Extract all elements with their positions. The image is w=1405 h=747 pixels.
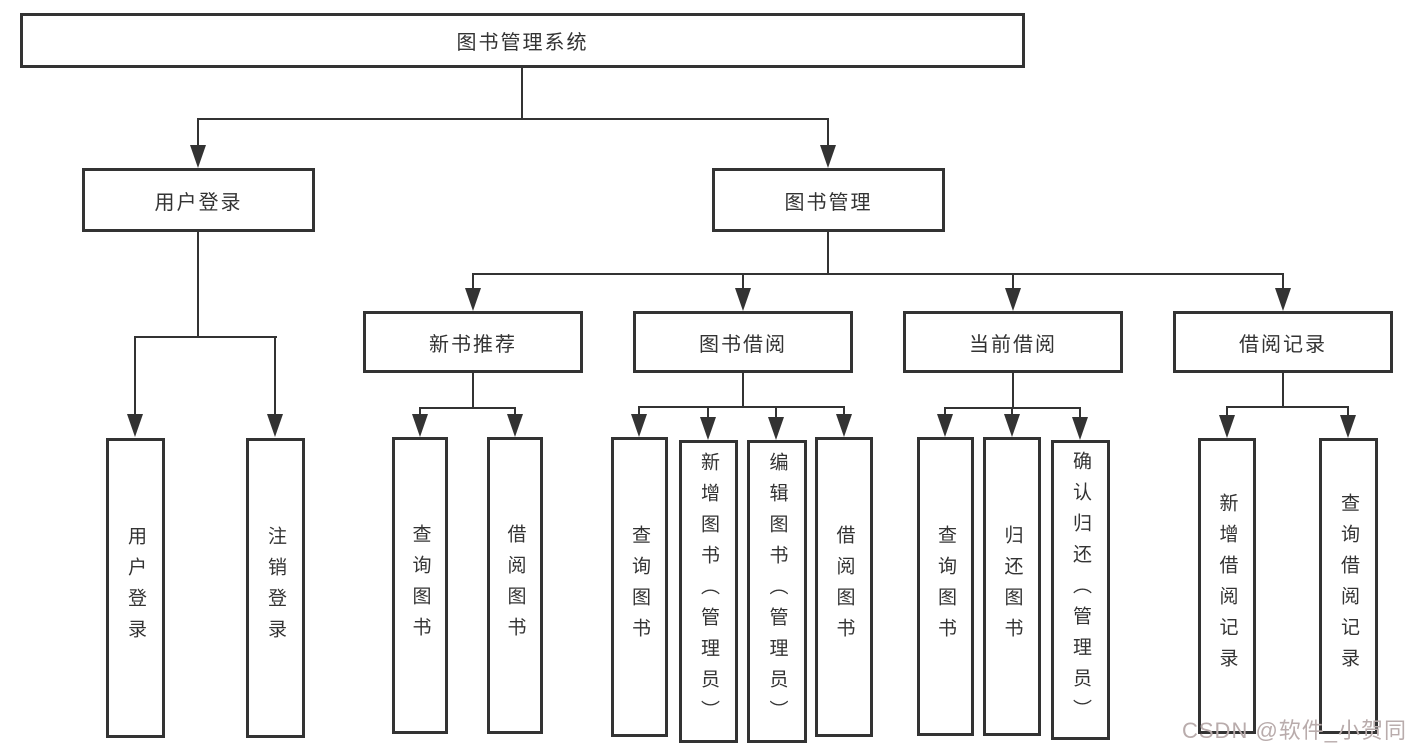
connector-line xyxy=(843,406,845,419)
arrow-down-icon xyxy=(1005,288,1021,311)
node-book-borrow: 图书借阅 xyxy=(633,311,853,373)
connector-line xyxy=(775,406,777,422)
leaf-return-book: 归还图书 xyxy=(983,437,1041,736)
connector-line xyxy=(707,406,709,422)
arrow-down-icon xyxy=(412,414,428,437)
arrow-down-icon xyxy=(1004,414,1020,437)
connector-line xyxy=(827,232,829,274)
connector-line xyxy=(1347,406,1349,420)
node-book-management: 图书管理 xyxy=(712,168,945,232)
arrow-down-icon xyxy=(465,288,481,311)
connector-line xyxy=(1282,273,1284,293)
connector-line xyxy=(419,407,516,409)
connector-line xyxy=(742,373,744,407)
arrow-down-icon xyxy=(937,414,953,437)
arrow-down-icon xyxy=(507,414,523,437)
leaf-query-books-recommend: 查询图书 xyxy=(392,437,448,734)
node-root: 图书管理系统 xyxy=(20,13,1025,68)
connector-line xyxy=(197,232,199,337)
connector-line xyxy=(197,118,199,150)
arrow-down-icon xyxy=(1275,288,1291,311)
connector-line xyxy=(521,68,523,119)
leaf-add-book-admin: 新增图书（管理员） xyxy=(679,440,738,743)
connector-line xyxy=(827,118,829,150)
connector-line xyxy=(1226,406,1228,420)
connector-line xyxy=(944,407,946,419)
watermark: CSDN @软件_小贺同学 xyxy=(1182,718,1405,743)
leaf-edit-book-admin: 编辑图书（管理员） xyxy=(747,440,807,743)
arrow-down-icon xyxy=(190,145,206,168)
arrow-down-icon xyxy=(700,417,716,440)
arrow-down-icon xyxy=(267,414,283,437)
leaf-add-borrow-record: 新增借阅记录 xyxy=(1198,438,1256,734)
node-user-login: 用户登录 xyxy=(82,168,315,232)
connector-line xyxy=(1282,373,1284,407)
connector-line xyxy=(1079,407,1081,422)
leaf-query-borrow-record: 查询借阅记录 xyxy=(1319,438,1378,734)
leaf-user-login: 用户登录 xyxy=(106,438,165,738)
connector-line xyxy=(1011,407,1013,419)
leaf-confirm-return-admin: 确认归还（管理员） xyxy=(1051,440,1110,740)
arrow-down-icon xyxy=(127,414,143,437)
connector-line xyxy=(472,373,474,408)
connector-line xyxy=(419,407,421,419)
leaf-query-books-current: 查询图书 xyxy=(917,437,974,736)
connector-line xyxy=(1012,273,1014,293)
arrow-down-icon xyxy=(735,288,751,311)
arrow-down-icon xyxy=(1219,415,1235,438)
node-current-borrow: 当前借阅 xyxy=(903,311,1123,373)
connector-line xyxy=(638,406,845,408)
node-borrow-records: 借阅记录 xyxy=(1173,311,1393,373)
node-new-book-recommend: 新书推荐 xyxy=(363,311,583,373)
arrow-down-icon xyxy=(836,414,852,437)
leaf-borrow-books: 借阅图书 xyxy=(815,437,873,737)
connector-line xyxy=(514,407,516,419)
connector-line xyxy=(197,118,829,120)
arrow-down-icon xyxy=(631,414,647,437)
leaf-borrow-books-recommend: 借阅图书 xyxy=(487,437,543,734)
leaf-query-books-borrow: 查询图书 xyxy=(611,437,668,737)
connector-line xyxy=(472,273,474,293)
connector-line xyxy=(742,273,744,293)
connector-line xyxy=(1012,373,1014,408)
connector-line xyxy=(134,336,277,338)
arrow-down-icon xyxy=(768,417,784,440)
arrow-down-icon xyxy=(1072,417,1088,440)
connector-line xyxy=(638,406,640,419)
arrow-down-icon xyxy=(820,145,836,168)
arrow-down-icon xyxy=(1340,415,1356,438)
connector-line xyxy=(472,273,1284,275)
leaf-logout: 注销登录 xyxy=(246,438,305,738)
connector-line xyxy=(1226,406,1349,408)
connector-line xyxy=(274,336,276,419)
connector-line xyxy=(134,336,136,419)
